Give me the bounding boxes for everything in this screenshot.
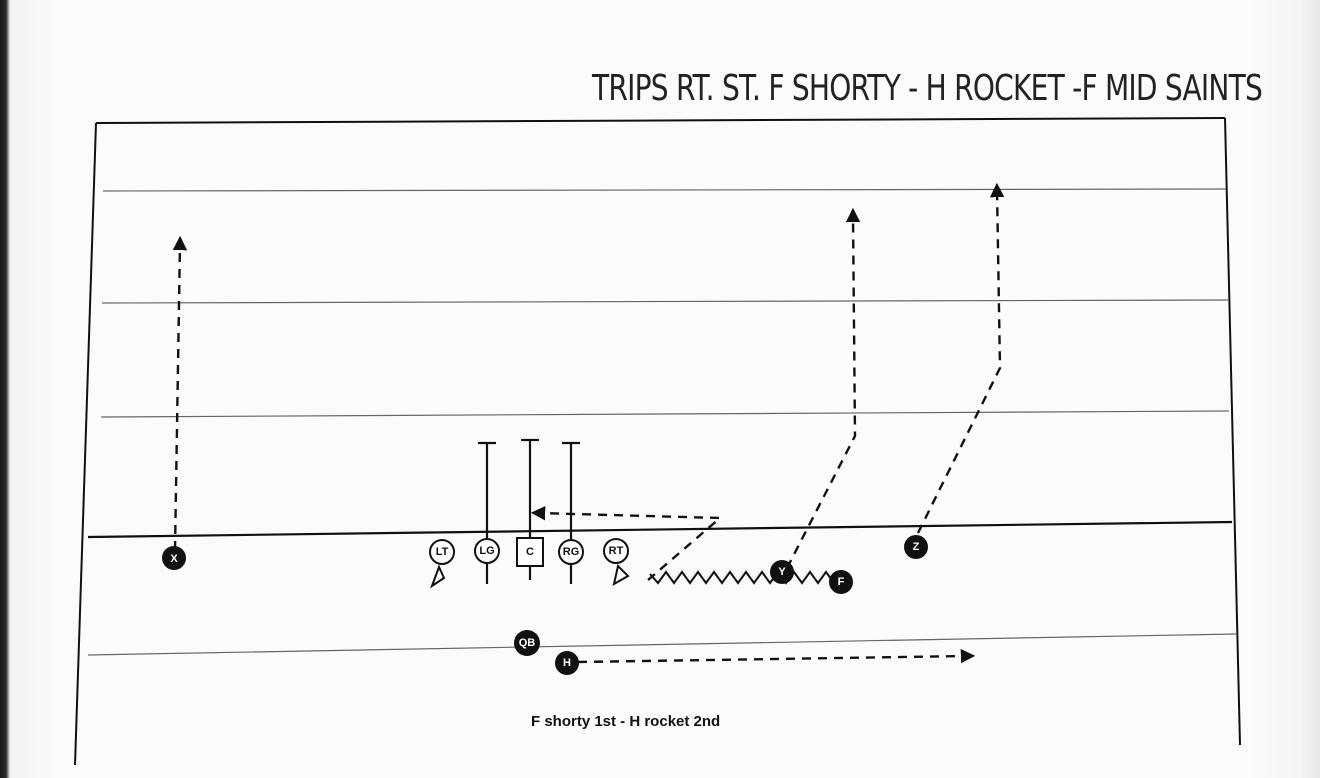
play-caption: F shorty 1st - H rocket 2nd: [531, 713, 721, 730]
player-y[interactable]: Y: [770, 560, 794, 584]
y-route: [785, 207, 861, 569]
player-rt-label: RT: [609, 545, 624, 557]
f-motion: [649, 570, 835, 585]
player-qb[interactable]: QB: [514, 630, 540, 656]
player-lg[interactable]: LG: [474, 538, 500, 564]
player-rg-label: RG: [563, 546, 580, 558]
line-of-scrimmage: [87, 520, 1233, 539]
player-f-label: F: [838, 576, 845, 588]
player-h-label: H: [563, 657, 571, 669]
field-border: [74, 117, 1241, 766]
player-lt[interactable]: LT: [429, 539, 455, 565]
player-x-label: X: [170, 553, 178, 565]
player-f[interactable]: F: [829, 570, 853, 594]
player-y-label: Y: [778, 566, 786, 578]
x-route: [172, 235, 188, 551]
player-h[interactable]: H: [555, 651, 579, 675]
player-rt[interactable]: RT: [603, 538, 629, 564]
player-qb-label: QB: [519, 637, 536, 649]
player-c-label: C: [526, 546, 534, 558]
f-route: [530, 506, 724, 581]
player-z-label: Z: [913, 541, 920, 553]
player-x[interactable]: X: [162, 546, 186, 570]
z-route: [916, 182, 1005, 534]
tackle-pass-sets: [430, 564, 630, 589]
player-c[interactable]: C: [516, 537, 544, 567]
player-z[interactable]: Z: [904, 535, 928, 559]
yard-lines: [87, 188, 1237, 656]
player-rg[interactable]: RG: [558, 539, 584, 565]
h-route: [577, 648, 976, 664]
play-title: TRIPS RT. ST. F SHORTY - H ROCKET -F MID…: [591, 68, 1263, 109]
player-lg-label: LG: [479, 545, 494, 557]
player-lt-label: LT: [436, 546, 449, 558]
